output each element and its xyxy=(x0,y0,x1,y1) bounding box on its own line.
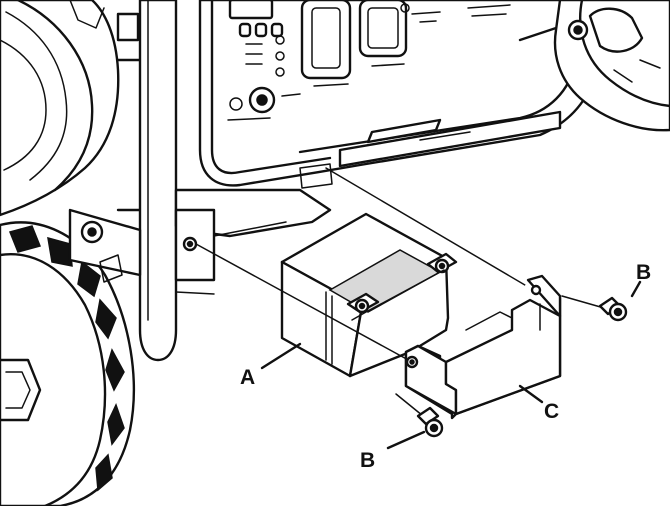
leader-lines xyxy=(260,280,642,450)
control-panel xyxy=(198,0,602,187)
mounting-base xyxy=(174,188,332,295)
engine-housing xyxy=(0,0,147,217)
frame-tube xyxy=(138,0,178,362)
panel-rail xyxy=(299,110,562,189)
screw-top xyxy=(598,296,628,322)
label-a: A xyxy=(240,366,255,389)
axle-plate xyxy=(68,208,142,283)
front-wheel xyxy=(0,221,135,506)
screw-bottom xyxy=(416,406,444,438)
rear-wheel xyxy=(553,0,670,132)
battery-bracket xyxy=(404,274,562,420)
label-b-top: B xyxy=(636,261,651,284)
label-b-bottom: B xyxy=(360,449,375,472)
battery xyxy=(280,212,458,378)
label-c: C xyxy=(544,400,559,423)
